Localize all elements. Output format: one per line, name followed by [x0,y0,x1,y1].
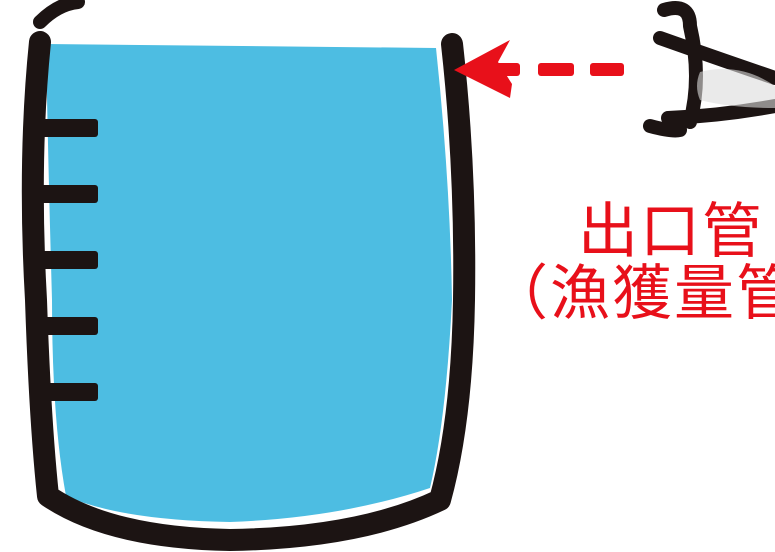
eye-icon [643,1,775,138]
graduation-tick [40,317,98,335]
graduation-tick [40,383,98,401]
arrow-dash [590,63,624,76]
arrow-head [454,40,512,98]
graduation-tick [40,251,98,269]
eye-lid-outline [643,1,775,138]
beaker-icon [21,31,476,551]
arrow-dash [490,63,520,76]
dashed-arrow-left-icon [454,40,624,98]
top-edge-curve [33,0,85,29]
graduation-tick [40,185,98,203]
caption-line-1: 出口管 [578,197,764,267]
eye-iris [697,69,775,108]
arrow-dash [538,63,574,76]
graduation-tick [40,119,98,137]
water-fill [46,44,452,522]
caption-line-2: （漁獲量管 [488,259,775,329]
graduation-ticks [40,119,98,401]
